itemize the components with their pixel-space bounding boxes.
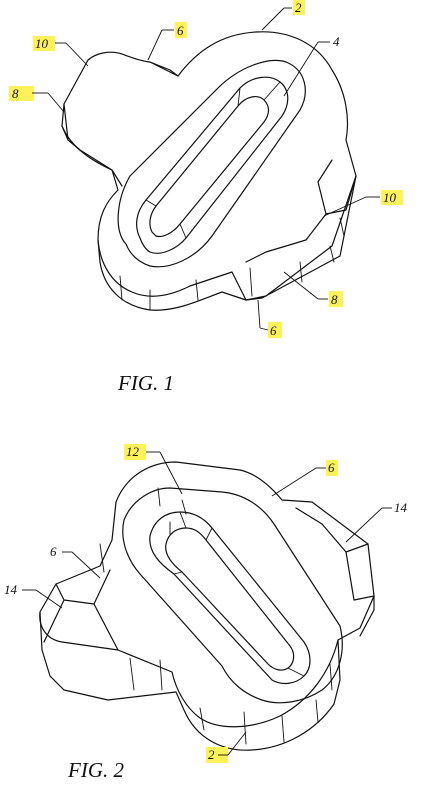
fig2-label-12: 12	[124, 444, 183, 495]
fig1-slot-inner	[149, 96, 270, 238]
fig2-label-6a: 6	[271, 460, 338, 497]
svg-text:14: 14	[4, 582, 18, 597]
fig2-inner-rim	[122, 487, 343, 704]
svg-text:12: 12	[126, 444, 140, 459]
fig1-label-10a: 10	[33, 36, 89, 67]
svg-text:14: 14	[394, 500, 408, 515]
fig2-slot-outer	[149, 511, 311, 685]
fig1-inner-rim	[117, 59, 306, 268]
svg-text:8: 8	[12, 86, 19, 101]
fig2-slot-depth	[173, 511, 305, 677]
svg-text:2: 2	[295, 0, 302, 15]
fig1-label-10b: 10	[323, 190, 403, 217]
fig2-label-14a: 14	[345, 500, 408, 543]
figure-2: 12 6 14 6 14 2 FIG. 2	[4, 444, 408, 782]
fig2-slot-inner	[165, 527, 295, 671]
fig1-slot-depth	[145, 81, 281, 239]
fig1-top-notch	[149, 61, 179, 77]
svg-text:10: 10	[35, 36, 49, 51]
fig1-right-tab	[245, 159, 357, 263]
fig2-caption: FIG. 2	[67, 758, 124, 782]
svg-text:10: 10	[383, 190, 397, 205]
fig1-label-8a: 8	[9, 86, 65, 113]
fig2-right-tab	[295, 507, 375, 601]
svg-text:4: 4	[333, 34, 340, 49]
fig1-label-6a: 6	[147, 22, 187, 61]
svg-text:6: 6	[177, 23, 184, 38]
svg-text:6: 6	[328, 460, 335, 475]
fig1-side-hatching	[119, 217, 345, 311]
fig1-caption: FIG. 1	[117, 371, 174, 395]
svg-text:2: 2	[208, 747, 215, 762]
fig1-outer-body	[61, 31, 357, 301]
svg-text:8: 8	[331, 292, 338, 307]
svg-text:6: 6	[270, 323, 277, 338]
figure-1: 2 4 6 8 10 10	[9, 0, 403, 395]
fig2-rim-strokes	[157, 487, 187, 535]
fig2-left-tab	[43, 569, 119, 651]
svg-text:6: 6	[50, 544, 57, 559]
fig2-side-hatching	[99, 543, 333, 745]
fig1-body-thickness	[97, 175, 357, 311]
fig2-label-6b: 6	[50, 544, 101, 579]
fig2-body-thickness	[39, 595, 375, 751]
fig1-label-8b: 8	[283, 271, 343, 307]
fig1-label-2: 2	[261, 0, 305, 31]
fig1-slot-outer	[136, 76, 289, 254]
fig1-left-tab	[61, 103, 123, 187]
fig1-label-4: 4	[283, 34, 340, 97]
fig2-label-2: 2	[206, 731, 247, 763]
fig2-label-14b: 14	[4, 582, 63, 609]
fig2-outer-body	[39, 461, 375, 728]
fig1-label-6b: 6	[257, 299, 282, 338]
